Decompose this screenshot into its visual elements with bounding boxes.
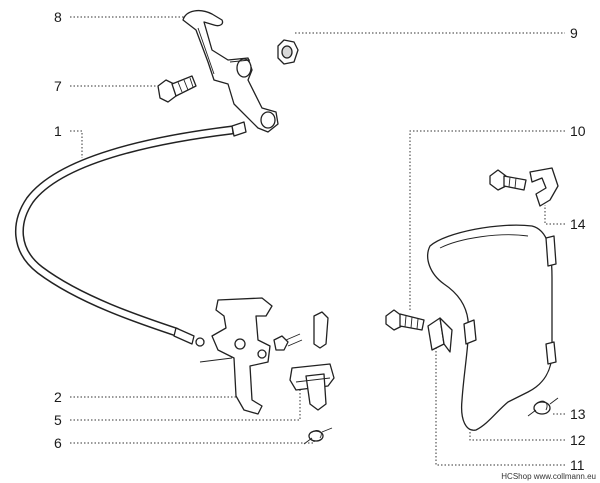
part-6-spring bbox=[303, 427, 333, 445]
callout-10: 10 bbox=[570, 123, 586, 139]
callout-5: 5 bbox=[54, 412, 62, 428]
part-8-lever bbox=[182, 9, 279, 133]
part-14-bracket bbox=[489, 167, 559, 207]
leader-6 bbox=[70, 436, 315, 444]
callout-11: 11 bbox=[570, 457, 585, 473]
part-9-nut bbox=[277, 39, 299, 65]
part-screw bbox=[273, 333, 303, 351]
part-10-bolt bbox=[385, 309, 425, 331]
callout-8: 8 bbox=[54, 9, 62, 25]
callout-7: 7 bbox=[54, 78, 62, 94]
leader-10 bbox=[409, 130, 565, 312]
callout-2: 2 bbox=[54, 389, 62, 405]
part-12-cover bbox=[427, 224, 557, 431]
part-1-cable bbox=[15, 121, 247, 347]
part-5-latch bbox=[289, 311, 335, 411]
part-11-clip bbox=[427, 317, 453, 353]
leader-14 bbox=[544, 205, 565, 225]
callout-6: 6 bbox=[54, 435, 62, 451]
part-7-bolt bbox=[157, 75, 197, 103]
callout-14: 14 bbox=[570, 216, 586, 232]
watermark: HCShop www.collmann.eu bbox=[501, 472, 596, 481]
callout-9: 9 bbox=[570, 25, 578, 41]
leader-12 bbox=[469, 420, 565, 441]
part-13-spring bbox=[527, 397, 559, 417]
leader-11 bbox=[435, 348, 565, 466]
callout-1: 1 bbox=[54, 123, 62, 139]
part-2-bracket bbox=[199, 297, 273, 415]
callout-numbers: 8 9 7 1 10 14 2 13 5 12 6 11 bbox=[54, 9, 586, 473]
callout-12: 12 bbox=[570, 432, 586, 448]
callout-13: 13 bbox=[570, 406, 586, 422]
leader-1 bbox=[70, 130, 83, 158]
leader-5 bbox=[70, 372, 301, 421]
